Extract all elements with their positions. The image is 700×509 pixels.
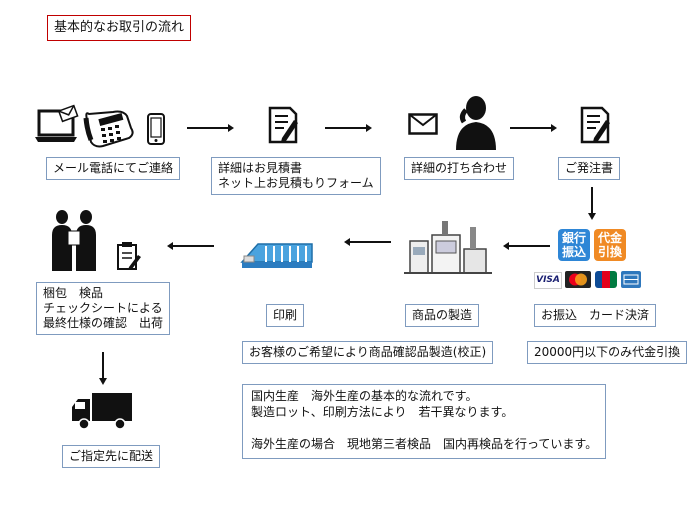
arrow-right-icon: [187, 124, 234, 132]
printing-press-icon: [240, 243, 313, 268]
bank-icon-line: 振込: [561, 245, 586, 259]
note-line: 海外生産の場合 現地第三者検品 国内再検品を行っています。: [251, 437, 598, 451]
step-manufacture-box: 商品の製造: [405, 304, 480, 327]
factory-machine-icon: [404, 221, 492, 274]
cod-icon-line: 引換: [597, 245, 622, 259]
step-meeting-label: 詳細の打ち合わせ: [411, 161, 508, 175]
step-print-label: 印刷: [273, 308, 298, 322]
note-box: 国内生産 海外生産の基本的な流れです。 製造ロット、印刷方法により 若干異なりま…: [242, 384, 607, 459]
step-payment-box: お振込 カード決済: [534, 304, 657, 327]
step-order-box: ご発注書: [558, 157, 621, 180]
note-line: 国内生産 海外生産の基本的な流れです。: [251, 389, 478, 403]
cash-on-delivery-icon: 代金 引換: [594, 229, 626, 261]
step-packing-line: チェックシートによる: [43, 301, 163, 315]
mail-icon: [57, 104, 79, 123]
card-jcb: [595, 271, 617, 288]
step-print-box: 印刷: [266, 304, 305, 327]
arrow-down-icon: [588, 187, 596, 220]
step-contact-box: メール電話にてご連絡: [46, 157, 181, 180]
delivery-truck-icon: [72, 393, 132, 430]
step-delivery-label: ご指定先に配送: [69, 449, 154, 463]
card-mastercard: [565, 271, 591, 288]
cod-note-label: 20000円以下のみ代金引換: [534, 345, 681, 359]
arrow-right-icon: [510, 124, 557, 132]
step-quote-box: 詳細はお見積書 ネット上お見積もりフォーム: [211, 157, 381, 195]
checklist-pen-icon: [117, 242, 141, 270]
note-line: [251, 420, 597, 436]
proof-label: お客様のご希望により商品確認品製造(校正): [249, 345, 487, 359]
page-title: 基本的なお取引の流れ: [47, 15, 192, 41]
arrow-down-icon: [99, 352, 107, 385]
arrow-right-icon: [325, 124, 372, 132]
person-on-phone-icon: [456, 96, 496, 150]
smartphone-icon: [147, 113, 165, 145]
cod-icon-line: 代金: [597, 231, 622, 245]
step-manufacture-label: 商品の製造: [412, 308, 473, 322]
order-document-icon: [580, 106, 610, 144]
step-packing-box: 梱包 検品 チェックシートによる 最終仕様の確認 出荷: [36, 282, 171, 335]
step-payment-label: お振込 カード決済: [541, 308, 650, 322]
step-packing-line: 梱包 検品: [43, 286, 104, 300]
step-meeting-box: 詳細の打ち合わせ: [404, 157, 515, 180]
step-order-label: ご発注書: [565, 161, 614, 175]
card-amex: [621, 271, 641, 288]
inspectors-icon: [52, 210, 96, 271]
arrow-left-icon: [344, 238, 391, 246]
arrow-left-icon: [167, 242, 214, 250]
step-quote-line: 詳細はお見積書: [218, 161, 303, 175]
bank-icon-line: 銀行: [561, 231, 586, 245]
arrow-left-icon: [503, 242, 550, 250]
proof-box: お客様のご希望により商品確認品製造(校正): [242, 341, 494, 364]
card-visa-label: VISA: [536, 275, 560, 285]
document-pen-icon: [268, 106, 298, 144]
step-quote-line: ネット上お見積もりフォーム: [218, 176, 374, 190]
note-line: 製造ロット、印刷方法により 若干異なります。: [251, 405, 514, 419]
office-phone-icon: [83, 110, 134, 148]
cod-note-box: 20000円以下のみ代金引換: [527, 341, 688, 364]
card-visa: VISA: [534, 272, 562, 289]
step-packing-line: 最終仕様の確認 出荷: [43, 316, 164, 330]
laptop-icon: [35, 109, 77, 142]
bank-transfer-icon: 銀行 振込: [558, 229, 590, 261]
step-contact-label: メール電話にてご連絡: [53, 161, 174, 175]
envelope-icon: [408, 113, 438, 135]
step-delivery-box: ご指定先に配送: [62, 445, 161, 468]
